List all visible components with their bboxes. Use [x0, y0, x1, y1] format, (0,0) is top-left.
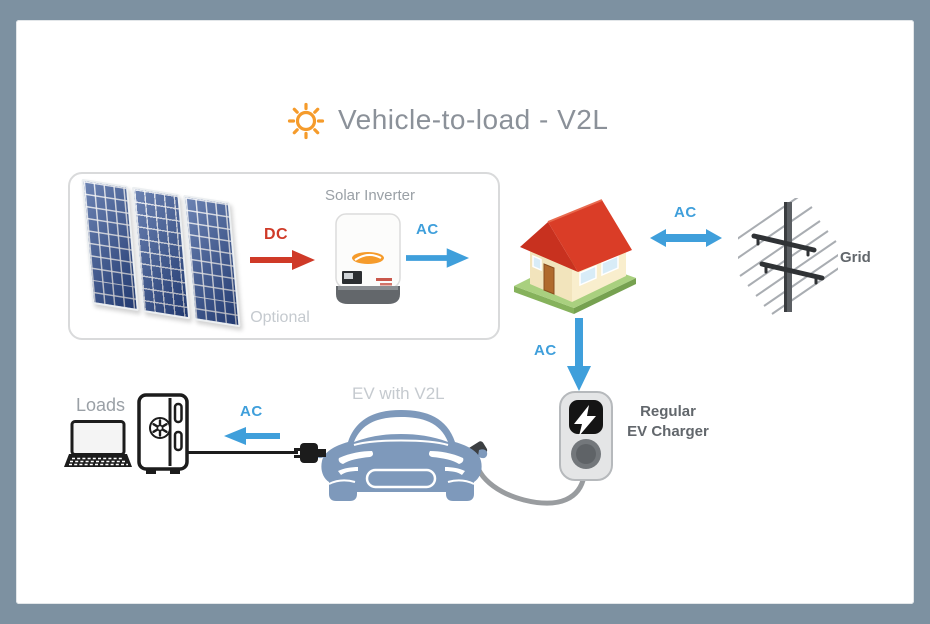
house-roof	[548, 200, 632, 272]
fridge-fan-emblem	[149, 417, 171, 439]
sun-icon	[287, 102, 325, 140]
solar-panel-2	[132, 186, 190, 320]
charger-label-line1: Regular	[640, 403, 696, 420]
charger-label: Regular EV Charger	[608, 402, 728, 442]
car-windshield	[354, 417, 448, 442]
arrow-left-icon	[224, 427, 280, 445]
arrow-right-icon	[406, 248, 470, 268]
page-title-text: Vehicle-to-load - V2L	[338, 104, 609, 135]
house-window	[579, 264, 597, 287]
car-grille	[365, 468, 437, 489]
arrow-right-icon	[250, 250, 315, 270]
laptop-icon	[64, 420, 132, 467]
charger-label-line2: EV Charger	[627, 423, 709, 440]
grid-label: Grid	[840, 249, 871, 266]
car-icon	[315, 410, 488, 501]
house-icon	[514, 199, 636, 314]
car-headlight-left	[338, 451, 374, 464]
ac-flow-label-4: AC	[240, 403, 263, 420]
load-cable	[188, 451, 298, 454]
car-headlight-right	[428, 451, 464, 464]
page-title: Vehicle-to-load - V2L	[286, 100, 608, 140]
solar-panel-icon	[81, 178, 241, 328]
car-mirror-right	[478, 449, 488, 459]
fridge-handle	[173, 430, 183, 452]
lightning-icon	[574, 405, 596, 436]
grid-icon	[738, 198, 838, 315]
fridge-icon	[137, 393, 189, 474]
arrow-double-icon	[650, 229, 722, 247]
ac-flow-label-1: AC	[416, 221, 439, 238]
optional-caption: Optional	[250, 309, 310, 326]
ac-flow-label-3: AC	[534, 342, 557, 359]
house-door	[543, 263, 555, 295]
ev-label: EV with V2L	[352, 384, 445, 403]
dc-flow-label: DC	[264, 226, 289, 243]
plug-icon	[294, 443, 326, 463]
house-window	[532, 254, 542, 272]
house-roof-gable	[520, 222, 578, 272]
solar-inverter-label: Solar Inverter	[324, 187, 416, 204]
house-window	[601, 254, 619, 277]
inverter-icon	[335, 213, 401, 304]
charger-icon	[559, 391, 613, 481]
arrow-down-icon	[567, 318, 591, 391]
fridge-handle	[173, 402, 183, 424]
loads-label: Loads	[76, 395, 126, 415]
ac-flow-label-2: AC	[674, 204, 697, 221]
